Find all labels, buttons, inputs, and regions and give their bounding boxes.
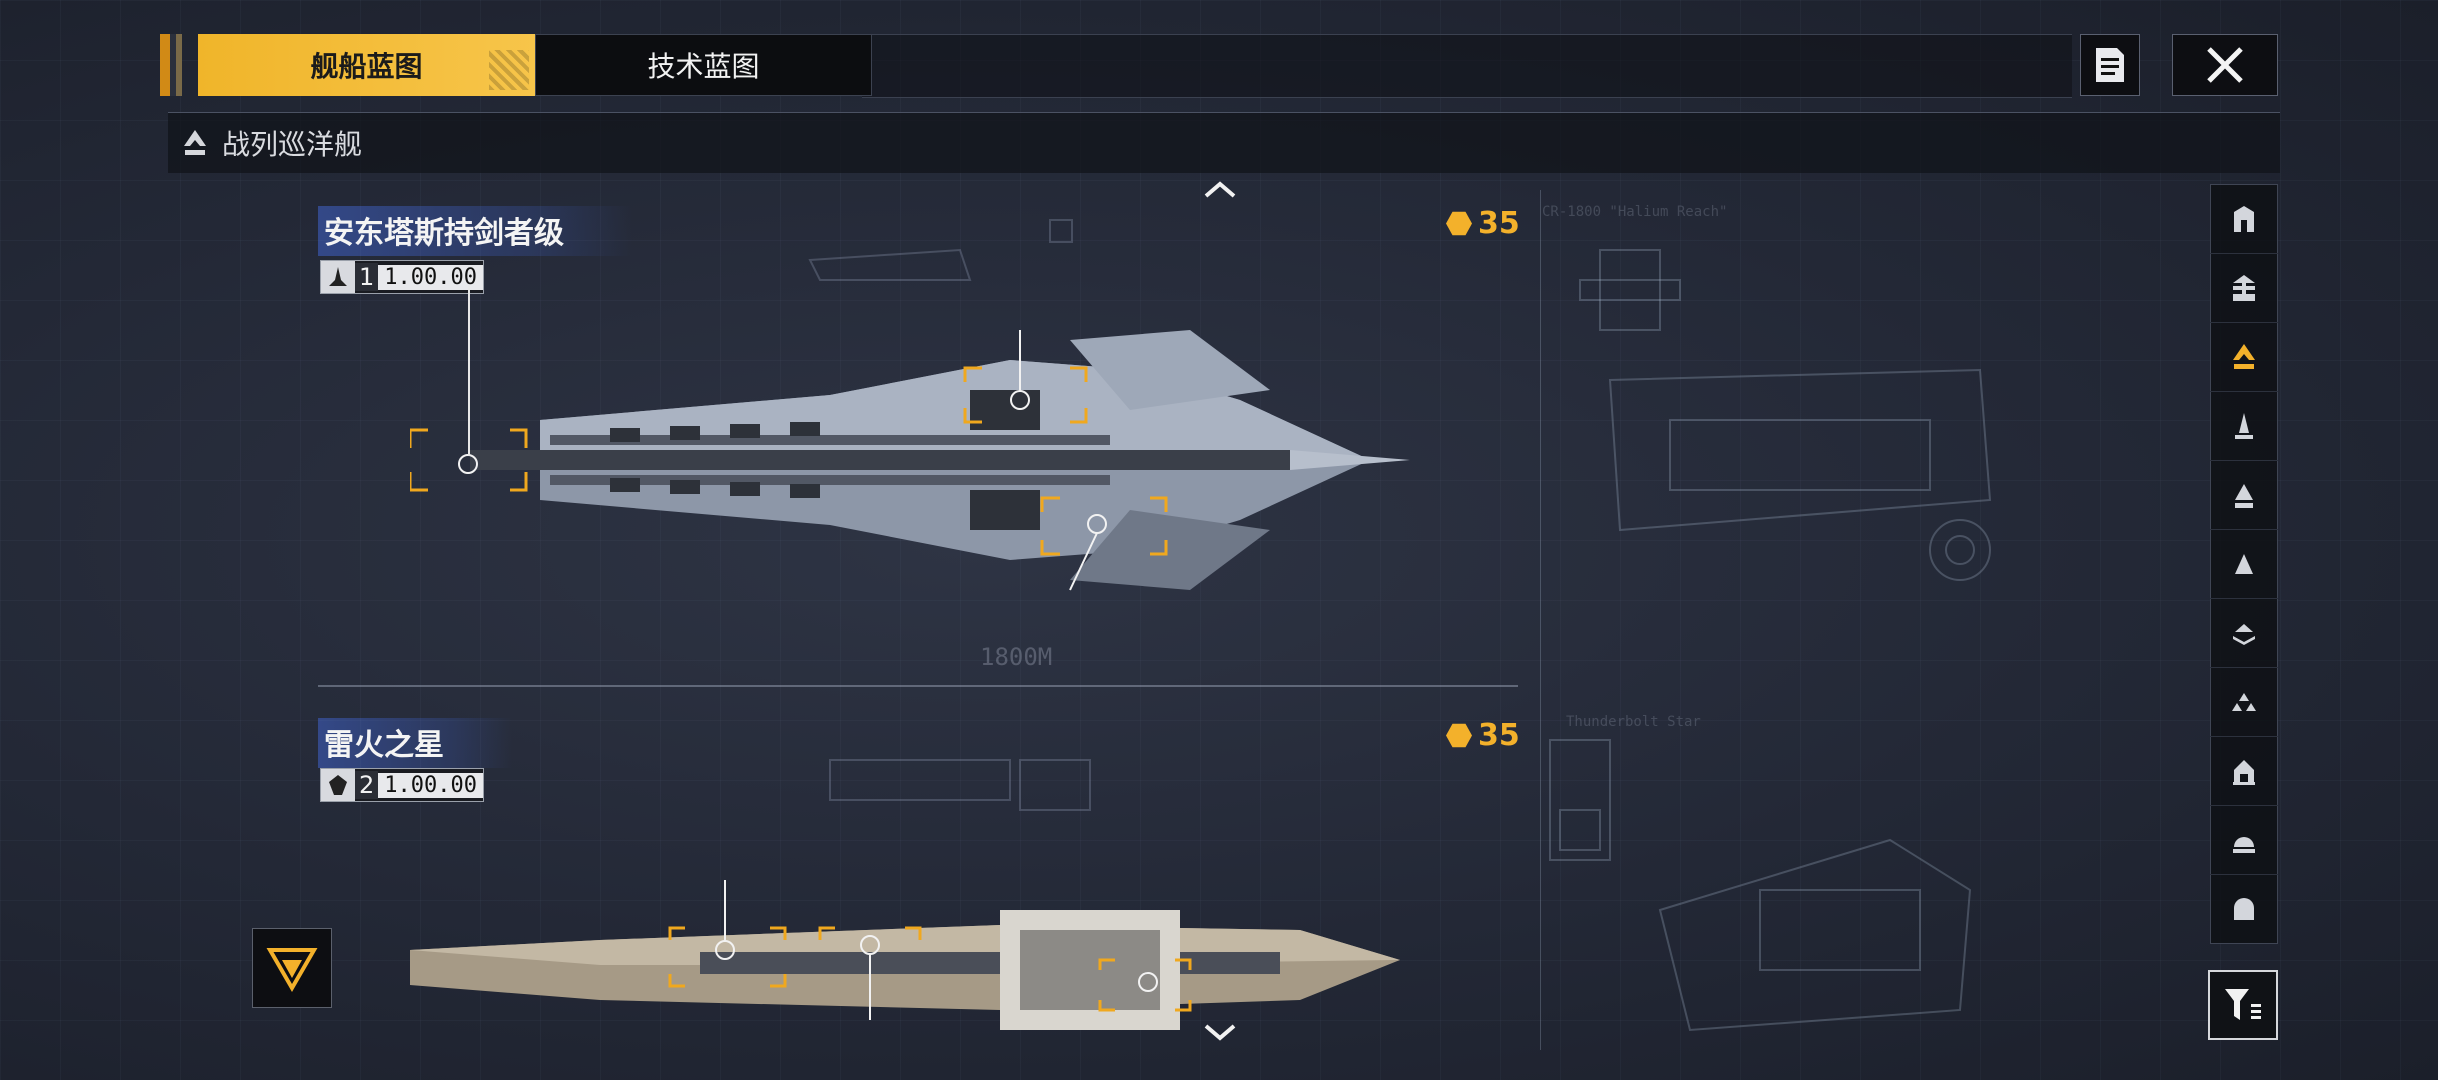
fleet-toggle-button[interactable] xyxy=(252,928,332,1008)
ship-name[interactable]: 雷火之星 xyxy=(318,718,512,768)
ship-class-icon xyxy=(321,261,355,293)
sidebar-item-frigate[interactable] xyxy=(2210,530,2278,599)
ship-cost: 35 xyxy=(1446,718,1520,753)
sidebar-item-station[interactable] xyxy=(2210,737,2278,806)
shield-icon xyxy=(2234,898,2254,920)
fighter-icon xyxy=(2232,693,2256,711)
ship-1-model[interactable] xyxy=(410,300,1420,620)
ship-name[interactable]: 安东塔斯持剑者级 xyxy=(318,206,632,256)
background-schematic-label: CR-1800 "Halium Reach" xyxy=(1542,204,1728,220)
category-label: 战列巡洋舰 xyxy=(222,128,363,161)
tab-accent-stripe xyxy=(160,34,170,96)
dome-icon xyxy=(2233,837,2255,853)
filter-button[interactable] xyxy=(2208,970,2278,1040)
scroll-up-chevron-icon[interactable] xyxy=(1200,176,1240,202)
sidebar-item-shield[interactable] xyxy=(2210,875,2278,943)
frigate-icon xyxy=(2235,554,2253,574)
sidebar-item-corvette[interactable] xyxy=(2210,599,2278,668)
sidebar-item-destroyer[interactable] xyxy=(2210,461,2278,530)
sidebar-item-fighter[interactable] xyxy=(2210,668,2278,737)
ship-cost-value: 35 xyxy=(1478,206,1520,241)
cruiser-icon xyxy=(2235,413,2253,439)
background-caption-2: Thunderbolt Star xyxy=(1566,714,1701,730)
corvette-icon xyxy=(2233,624,2255,645)
sidebar-item-carrier[interactable] xyxy=(2210,254,2278,323)
schematic-drawing xyxy=(1540,190,1992,1050)
schematic-drawing-center xyxy=(808,219,1091,811)
ship-2-model[interactable] xyxy=(400,870,1410,1060)
ship-index: 2 xyxy=(355,771,379,799)
battlecruiser-icon xyxy=(2233,344,2255,369)
top-bar-background xyxy=(862,34,2072,98)
background-caption-1: 1800M xyxy=(980,643,1053,671)
sidebar-item-cruiser[interactable] xyxy=(2210,392,2278,461)
scroll-down-chevron-icon[interactable] xyxy=(1200,1020,1240,1046)
cost-hex-icon xyxy=(1446,211,1472,236)
cost-hex-icon xyxy=(1446,723,1472,748)
blueprint-tabs: 舰船蓝图 技术蓝图 xyxy=(160,34,872,96)
ship-1-callout-line xyxy=(468,286,470,456)
hangar-icon xyxy=(2234,206,2254,232)
ship-1-scale-bar xyxy=(318,685,1518,687)
ship-class-sidebar xyxy=(2210,184,2278,944)
tab-tech-blueprints[interactable]: 技术蓝图 xyxy=(535,34,872,96)
ship-stat-value: 1.00.00 xyxy=(378,772,483,798)
station-icon xyxy=(2233,760,2255,785)
category-bar[interactable]: 战列巡洋舰 xyxy=(168,112,2280,173)
carrier-icon xyxy=(2233,275,2255,301)
filter-icon xyxy=(2225,989,2261,1020)
document-button[interactable] xyxy=(2080,34,2140,96)
tab-tech-blueprints-label: 技术蓝图 xyxy=(647,50,760,83)
close-button[interactable] xyxy=(2172,34,2278,96)
ship-stat-box: 2 1.00.00 xyxy=(320,768,484,802)
tab-ship-blueprints-label: 舰船蓝图 xyxy=(310,50,423,83)
sidebar-item-dome[interactable] xyxy=(2210,806,2278,875)
triangle-down-icon xyxy=(266,948,318,992)
close-icon xyxy=(2207,47,2243,83)
ship-index: 1 xyxy=(355,263,379,291)
ship-stat-box: 1 1.00.00 xyxy=(320,260,484,294)
ship-cost: 35 xyxy=(1446,206,1520,241)
ship-class-icon xyxy=(321,769,355,801)
sidebar-item-hangar[interactable] xyxy=(2210,185,2278,254)
ship-cost-value: 35 xyxy=(1478,718,1520,753)
battlecruiser-class-icon xyxy=(184,130,206,155)
sidebar-item-battlecruiser[interactable] xyxy=(2210,323,2278,392)
tab-ship-blueprints[interactable]: 舰船蓝图 xyxy=(198,34,535,96)
ship-stat-value: 1.00.00 xyxy=(378,264,483,290)
document-icon xyxy=(2096,48,2124,82)
destroyer-icon xyxy=(2235,484,2253,508)
